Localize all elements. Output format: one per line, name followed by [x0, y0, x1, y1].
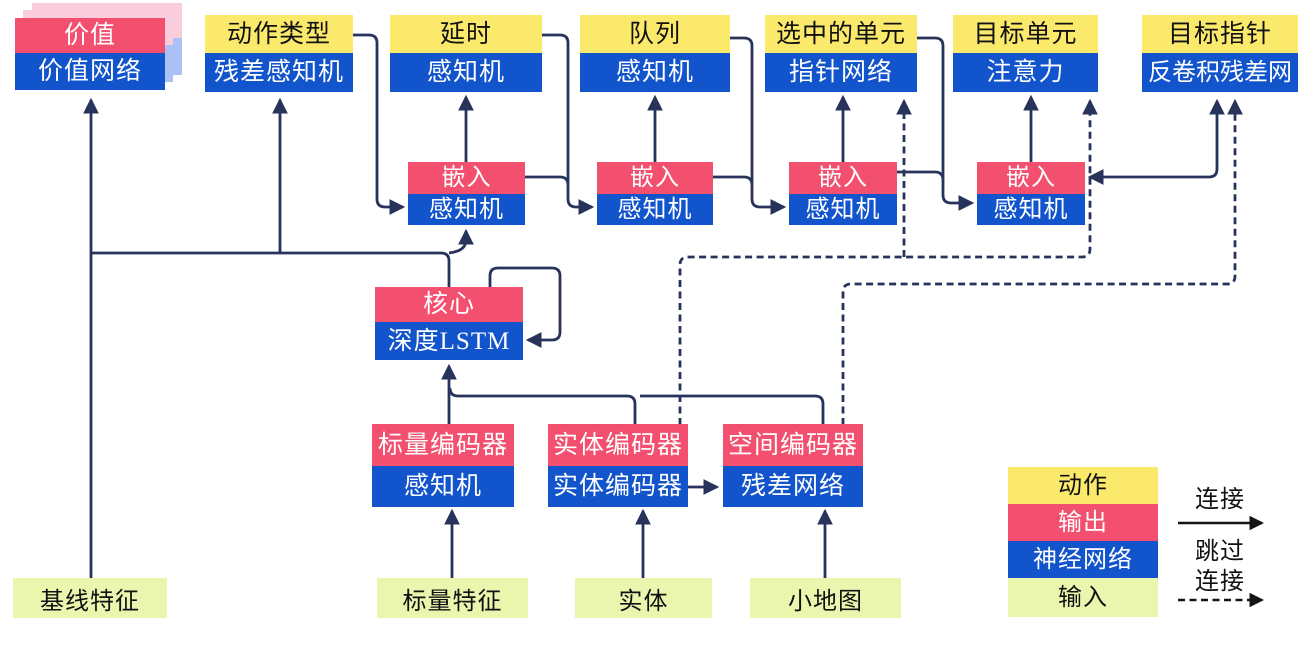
- input-entities: 实体: [575, 578, 712, 618]
- node-delay-network: 感知机: [390, 53, 542, 92]
- node-spatial-encoder-network: 残差网络: [723, 466, 863, 507]
- node-embed4: 嵌入 感知机: [977, 162, 1085, 225]
- node-action-type-action: 动作类型: [205, 15, 353, 53]
- node-scalar-encoder: 标量编码器 感知机: [372, 424, 514, 507]
- node-embed1-network: 感知机: [408, 194, 525, 225]
- node-target-unit-action: 目标单元: [953, 15, 1098, 53]
- legend-action: 动作: [1008, 467, 1158, 504]
- wire-skip-entity-to-target-unit: [678, 98, 1098, 425]
- wire-core-to-embed1: [448, 228, 474, 255]
- wire-embed1-to-embed2: [525, 175, 570, 186]
- node-embed2-network: 感知机: [597, 194, 713, 225]
- node-entity-encoder: 实体编码器 实体编码器: [548, 424, 688, 507]
- node-embed2-output: 嵌入: [597, 162, 713, 194]
- node-embed4-output: 嵌入: [977, 162, 1085, 194]
- wire-selected-units-to-embed4: [917, 36, 975, 211]
- node-embed3-output: 嵌入: [789, 162, 897, 194]
- node-value-output: 价值: [15, 18, 165, 53]
- wire-core-self-loop: [488, 266, 562, 348]
- wire-core-output-bus: [91, 251, 451, 287]
- node-entity-encoder-output: 实体编码器: [548, 424, 688, 466]
- legend-neural-network: 神经网络: [1008, 541, 1158, 578]
- node-embed3: 嵌入 感知机: [789, 162, 897, 225]
- node-target-pointer-action: 目标指针: [1142, 15, 1298, 53]
- legend-output: 输出: [1008, 504, 1158, 541]
- node-delay-action: 延时: [390, 15, 542, 53]
- legend-skip-label-line2: 连接: [1195, 569, 1245, 595]
- wire-queue-to-embed3: [730, 36, 787, 215]
- node-delay: 延时 感知机: [390, 15, 542, 92]
- wire-entity-encoder-to-core: [448, 387, 637, 425]
- node-embed1-output: 嵌入: [408, 162, 525, 194]
- node-target-unit-network: 注意力: [953, 53, 1098, 92]
- node-value: 价值 价值网络: [15, 18, 165, 90]
- node-core-network: 深度LSTM: [375, 322, 523, 360]
- node-core-output: 核心: [375, 287, 523, 322]
- node-spatial-encoder: 空间编码器 残差网络: [723, 424, 863, 507]
- node-target-pointer: 目标指针 反卷积残差网: [1142, 15, 1298, 92]
- node-action-type: 动作类型 残差感知机: [205, 15, 353, 92]
- legend-connection-label: 连接: [1195, 487, 1245, 513]
- input-minimap: 小地图: [750, 578, 901, 618]
- wire-embed3-to-embed4: [897, 170, 945, 181]
- wire-action-type-to-embed1: [353, 33, 406, 215]
- node-core: 核心 深度LSTM: [375, 287, 523, 360]
- node-scalar-encoder-network: 感知机: [372, 466, 514, 507]
- node-embed4-network: 感知机: [977, 194, 1085, 225]
- node-action-type-network: 残差感知机: [205, 53, 353, 92]
- node-queue-action: 队列: [580, 15, 730, 53]
- wire-embed2-to-embed3: [713, 175, 754, 186]
- input-scalar-features: 标量特征: [377, 578, 528, 618]
- node-embed3-network: 感知机: [789, 194, 897, 225]
- node-value-network: 价值网络: [15, 53, 165, 90]
- node-queue-network: 感知机: [580, 53, 730, 92]
- node-target-unit: 目标单元 注意力: [953, 15, 1098, 92]
- node-embed1: 嵌入 感知机: [408, 162, 525, 225]
- node-entity-encoder-network: 实体编码器: [548, 466, 688, 507]
- node-selected-units-network: 指针网络: [765, 53, 917, 92]
- node-spatial-encoder-output: 空间编码器: [723, 424, 863, 466]
- legend-skip-label-line1: 跳过: [1195, 539, 1245, 565]
- wire-spatial-encoder-to-core: [640, 394, 825, 425]
- wire-delay-to-embed2: [542, 33, 595, 215]
- node-queue: 队列 感知机: [580, 15, 730, 92]
- wire-skip-spatial-to-target-pointer: [841, 98, 1243, 425]
- node-selected-units-action: 选中的单元: [765, 15, 917, 53]
- node-target-pointer-network: 反卷积残差网: [1142, 53, 1298, 92]
- node-embed2: 嵌入 感知机: [597, 162, 713, 225]
- wire-embed4-target-pointer: [1087, 98, 1225, 185]
- node-scalar-encoder-output: 标量编码器: [372, 424, 514, 466]
- input-baseline-features: 基线特征: [13, 578, 167, 618]
- legend-color-key: 动作 输出 神经网络 输入: [1008, 467, 1158, 617]
- node-selected-units: 选中的单元 指针网络: [765, 15, 917, 92]
- legend-input: 输入: [1008, 578, 1158, 617]
